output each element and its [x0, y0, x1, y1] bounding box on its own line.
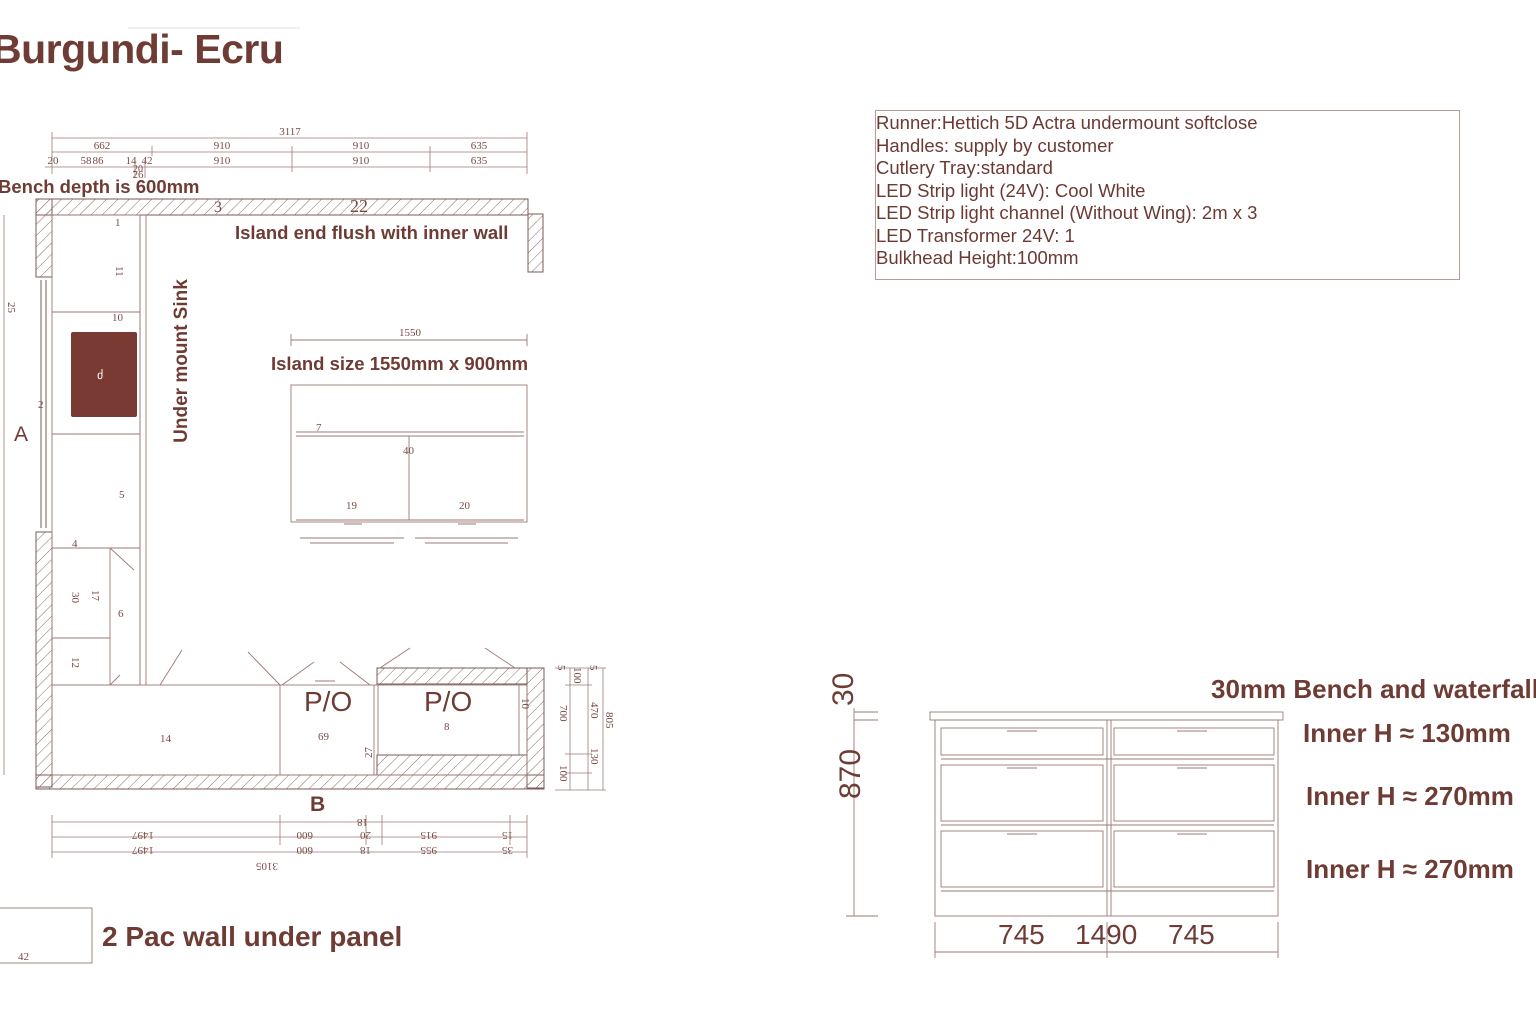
- spec-handles: Handles: supply by customer: [876, 134, 1114, 156]
- right-dim-700: 700: [557, 705, 569, 722]
- elev-width-right: 745: [1168, 919, 1215, 950]
- cab-42: 42: [18, 951, 29, 963]
- inner-height-1: Inner H ≈ 130mm: [1303, 718, 1511, 748]
- island-width-dim: 1550: [399, 327, 422, 339]
- top-sub-dim-1: 20: [48, 155, 60, 167]
- top-dim-4: 635: [471, 140, 488, 152]
- cab-27: 27: [363, 747, 375, 759]
- specs-box: Runner:Hettich 5D Actra undermount softc…: [875, 110, 1460, 280]
- top-small-dim-2: 20: [133, 164, 143, 175]
- sink-rect: [71, 332, 137, 417]
- bottom-small-dim: 18: [357, 816, 369, 828]
- bottom-dim-35: 35: [502, 844, 514, 856]
- bottom-dim-915: 915: [420, 829, 437, 841]
- top-sub-dim-6: 910: [214, 155, 231, 167]
- right-dimensions: [555, 667, 606, 791]
- island-size-note: Island size 1550mm x 900mm: [271, 353, 529, 374]
- spec-runner: Runner:Hettich 5D Actra undermount softc…: [876, 112, 1258, 133]
- spec-led-channel: LED Strip light channel (Without Wing): …: [876, 202, 1258, 223]
- top-sub-dim-2: 58: [81, 155, 93, 167]
- right-dim-5a: 5: [555, 665, 567, 671]
- bottom-dim-20: 20: [360, 829, 372, 841]
- right-dim-805: 805: [603, 712, 615, 729]
- top-small-dim-1: 26: [133, 169, 145, 181]
- page-title: Burgundi- Ecru: [0, 26, 284, 72]
- top-sub-dim-7: 910: [353, 155, 370, 167]
- under-mount-sink-note: Under mount Sink: [171, 279, 192, 443]
- bottom-cabinet-run: [51, 647, 528, 776]
- wall-b-label: B: [310, 793, 326, 816]
- bottom-dim-955: 955: [420, 844, 437, 856]
- elev-width-left: 745: [998, 919, 1045, 950]
- island-plan: [290, 334, 528, 544]
- cab-30: 30: [69, 592, 81, 604]
- bench-waterfall-note: 30mm Bench and waterfall: [1211, 674, 1536, 704]
- spec-led-transformer: LED Transformer 24V: 1: [876, 224, 1075, 246]
- wall-panel-box: [0, 907, 93, 964]
- wall-panel-note: 2 Pac wall under panel: [102, 921, 403, 952]
- island-height-dim: 870: [834, 749, 867, 799]
- right-dim-100: 100: [571, 667, 583, 684]
- spec-cutlery: Cutlery Tray:standard: [876, 157, 1053, 178]
- right-dim-5b: 5: [587, 665, 599, 671]
- cab-5: 5: [119, 489, 125, 501]
- spec-bulkhead: Bulkhead Height:100mm: [876, 247, 1079, 268]
- spec-led-strip: LED Strip light (24V): Cool White: [876, 179, 1146, 201]
- cab-7: 7: [316, 422, 322, 434]
- po-left-label: P/O: [304, 686, 353, 717]
- inner-height-3: Inner H ≈ 270mm: [1306, 854, 1514, 884]
- cab-22: 22: [350, 196, 368, 216]
- cab-8: 8: [444, 721, 450, 733]
- left-dim-25: 25: [5, 302, 17, 314]
- island-elevation: [846, 708, 1284, 958]
- cab-17: 17: [89, 590, 101, 602]
- top-dim-1: 662: [94, 140, 111, 152]
- cab-69: 69: [318, 731, 330, 743]
- bottom-dim-15: 15: [502, 829, 514, 841]
- bottom-dim-1497b: 1497: [132, 844, 155, 856]
- island-end-note: Island end flush with inner wall: [235, 222, 509, 243]
- bottom-dim-1497a: 1497: [132, 829, 155, 841]
- right-dim-10: 10: [519, 698, 531, 710]
- right-dim-130: 130: [588, 748, 600, 765]
- cab-40: 40: [403, 445, 415, 457]
- bottom-dim-600b: 600: [296, 844, 313, 856]
- cab-1: 1: [115, 217, 121, 229]
- top-dim-3: 910: [353, 140, 370, 152]
- cab-11: 11: [113, 266, 125, 277]
- top-sub-dim-4: 14: [126, 155, 138, 167]
- wall-a-label: A: [14, 423, 29, 446]
- bottom-total-dim: 3105: [256, 860, 279, 872]
- cab-3: 3: [214, 199, 222, 216]
- cab-2: 2: [38, 399, 44, 411]
- bench-thickness-dim: 30: [827, 673, 860, 706]
- cab-14: 14: [160, 733, 172, 745]
- cab-4: 4: [72, 538, 78, 550]
- cab-6: 6: [118, 608, 124, 620]
- bench-depth-note: Bench depth is 600mm: [0, 176, 200, 197]
- elev-width-total: 1490: [1075, 919, 1137, 950]
- cab-12: 12: [69, 657, 81, 668]
- bottom-dim-18: 18: [360, 844, 372, 856]
- po-right-label: P/O: [424, 686, 473, 717]
- top-dimensions: [45, 132, 528, 178]
- bottom-dim-600a: 600: [296, 829, 313, 841]
- inner-height-2: Inner H ≈ 270mm: [1306, 781, 1514, 811]
- top-sub-dim-8: 635: [471, 155, 488, 167]
- left-cabinet-run: [51, 214, 147, 686]
- cab-10: 10: [112, 312, 124, 324]
- cab-19: 19: [346, 500, 358, 512]
- bottom-dimensions: [51, 815, 528, 858]
- top-total-dim: 3117: [279, 126, 301, 138]
- top-sub-dim-3: 86: [93, 155, 105, 167]
- tap-icon: ძ: [97, 368, 103, 382]
- top-sub-dim-5: 42: [142, 155, 153, 167]
- top-dim-2: 910: [214, 140, 231, 152]
- right-dim-100b: 100: [557, 765, 569, 782]
- cab-20: 20: [459, 500, 471, 512]
- right-dim-470: 470: [588, 702, 600, 719]
